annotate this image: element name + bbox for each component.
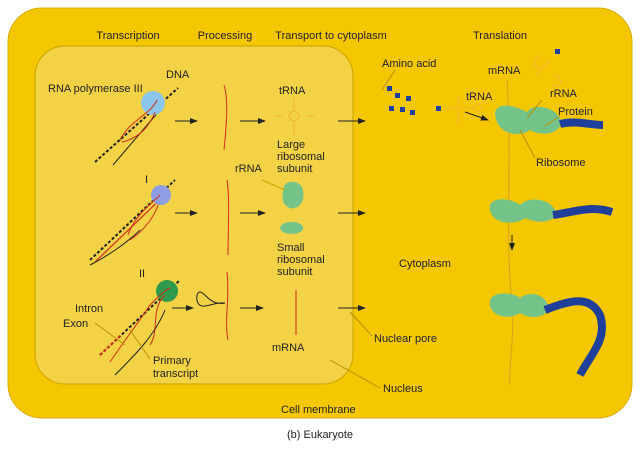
trna-cytoplasm (445, 54, 562, 125)
header-transport: Transport to cytoplasm (275, 30, 386, 42)
trna-molecule (274, 98, 314, 137)
label-cell-membrane: Cell membrane (281, 404, 356, 416)
label-ribosome: Ribosome (536, 157, 586, 169)
label-nucleus: Nucleus (383, 383, 423, 395)
rna-polymerase-1 (151, 185, 171, 205)
label-trna: tRNA (279, 85, 306, 97)
mrna-precursor (226, 271, 229, 341)
label-protein: Protein (558, 106, 593, 118)
label-intron: Intron (75, 303, 103, 315)
rrna-pointer (261, 179, 286, 191)
label-rrna-cytoplasm: rRNA (550, 88, 578, 100)
header-processing: Processing (198, 30, 252, 42)
label-polymerase-2: II (139, 268, 145, 280)
label-large-subunit-1: Large (277, 139, 305, 151)
label-mrna-nucleus: mRNA (272, 342, 305, 354)
header-translation: Translation (473, 30, 527, 42)
ribosome-2 (489, 199, 614, 223)
large-ribosomal-subunit (282, 181, 304, 209)
label-rna-polymerase-3: RNA polymerase III (48, 83, 143, 95)
label-small-subunit-3: subunit (277, 266, 312, 278)
label-small-subunit-2: ribosomal (277, 254, 325, 266)
label-amino-acid: Amino acid (382, 58, 436, 70)
label-trna-cytoplasm: tRNA (466, 91, 493, 103)
header-transcription: Transcription (96, 30, 159, 42)
rrna-precursor (226, 179, 230, 256)
label-small-subunit-1: Small (277, 242, 305, 254)
label-large-subunit-2: ribosomal (277, 151, 325, 163)
process-arrows (172, 111, 515, 311)
label-mrna-cytoplasm: mRNA (488, 65, 521, 77)
label-pointers (94, 69, 561, 389)
label-polymerase-1: I (145, 174, 148, 186)
rna-polymerase-2 (156, 280, 178, 302)
intron-lariat (196, 291, 226, 307)
label-dna: DNA (166, 69, 190, 81)
rna-polymerase-3 (141, 91, 165, 115)
label-rrna: rRNA (235, 163, 263, 175)
small-ribosomal-subunit (280, 221, 304, 234)
label-large-subunit-3: subunit (277, 163, 312, 175)
mrna-cytoplasm (506, 79, 514, 386)
transcription-pol1 (89, 179, 176, 266)
label-exon: Exon (63, 318, 88, 330)
figure-caption: (b) Eukaryote (287, 429, 353, 441)
nucleus (34, 45, 354, 385)
label-nuclear-pore: Nuclear pore (374, 333, 437, 345)
label-cytoplasm: Cytoplasm (399, 258, 451, 270)
ribosome-3 (489, 293, 606, 377)
transcription-pol3 (94, 87, 179, 166)
ribosome-1 (495, 105, 604, 135)
trna-precursor (223, 84, 228, 151)
label-primary-transcript-1: Primary (153, 355, 191, 367)
label-primary-transcript-2: transcript (153, 368, 198, 380)
amino-acids (387, 49, 560, 115)
